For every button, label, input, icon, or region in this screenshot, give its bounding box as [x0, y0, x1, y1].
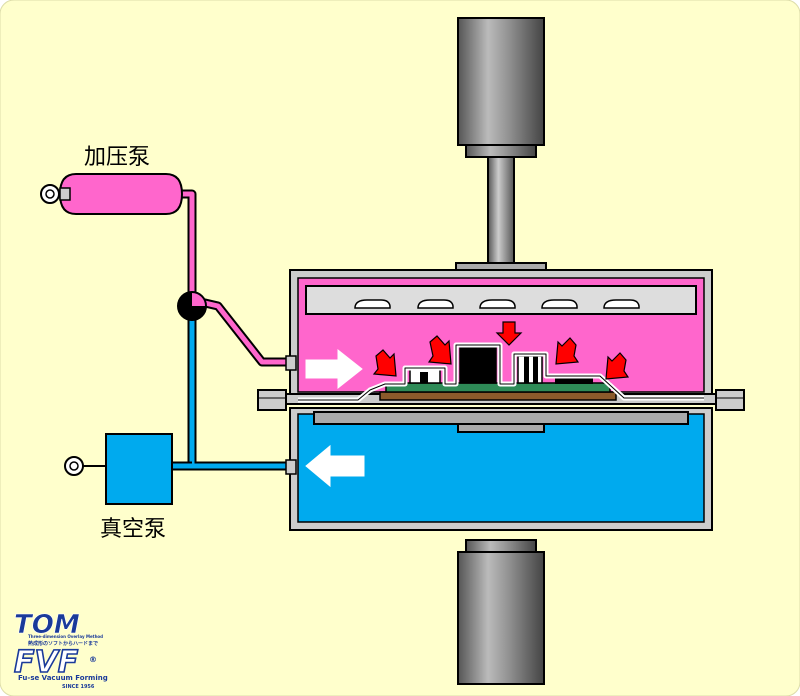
logo-tagline: Three-dimension Overlay Method — [28, 634, 103, 639]
logo-registered: ® — [89, 655, 97, 664]
three-way-valve — [177, 291, 207, 321]
component-right — [517, 355, 543, 384]
logo-brand: TOM — [14, 610, 80, 640]
company-logo: TOM Three-dimension Overlay Method 熱成形のソ… — [13, 610, 108, 690]
upper-press-cylinder — [455, 17, 547, 273]
logo-product-full: Fu-se Vacuum Forming — [18, 674, 108, 682]
logo-product: FVF — [14, 645, 79, 680]
vacuum-pump-label: 真空泵 — [100, 517, 166, 542]
pressure-pump — [40, 173, 184, 215]
pressure-arrow-4 — [555, 337, 580, 365]
logo-jp-line: 熱成形のソフトからハードまで — [28, 640, 98, 647]
pressure-arrows — [372, 321, 630, 380]
pressure-arrow-5 — [605, 352, 630, 380]
substrate — [379, 391, 617, 401]
vacuum-outflow-arrow — [305, 444, 365, 488]
pressure-pump-label: 加压泵 — [84, 145, 150, 170]
pressure-arrow-1 — [372, 349, 397, 377]
lower-table — [313, 411, 689, 425]
pressure-arrow-2 — [427, 335, 452, 365]
component-flat — [555, 378, 593, 384]
pressure-inflow-arrow — [305, 348, 363, 390]
logo-since: SINCE 1956 — [62, 684, 95, 690]
lower-vacuum-chamber — [289, 407, 713, 531]
component-center — [459, 346, 497, 384]
vacuum-pipe — [172, 312, 297, 475]
workpiece — [379, 346, 617, 401]
vacuum-pump — [64, 433, 173, 505]
pressure-arrow-3 — [495, 321, 523, 346]
heater-elements — [354, 299, 640, 309]
